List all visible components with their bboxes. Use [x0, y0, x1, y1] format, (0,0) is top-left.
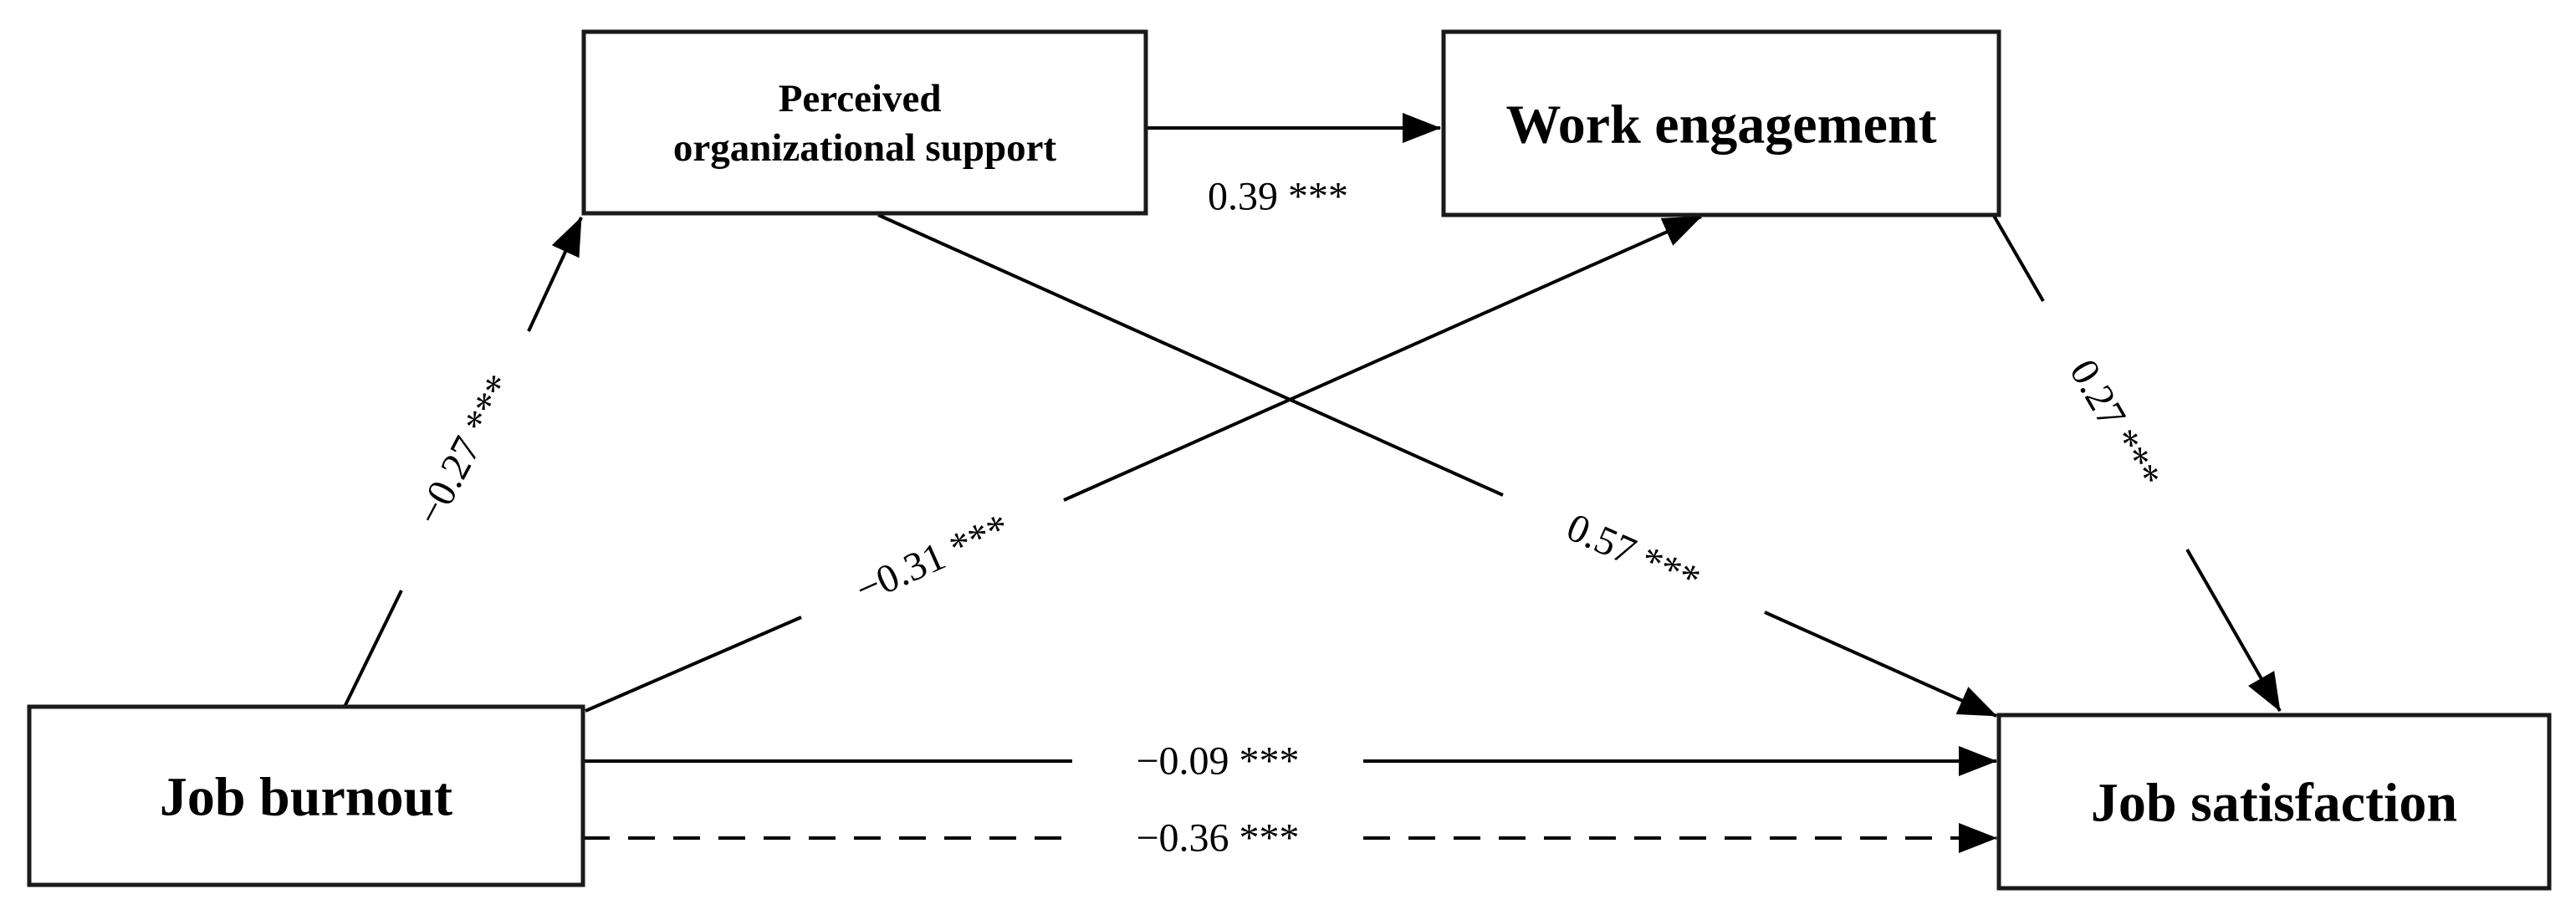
edge-pos-to-satisfaction: 0.57 ***	[877, 213, 1997, 718]
edge-line	[877, 213, 1504, 497]
edge-burnout-to-satisfaction-total: −0.36 ***	[583, 816, 1997, 861]
edge-label-burnout-satisfaction-direct: −0.09 ***	[1136, 739, 1299, 784]
edge-label-pos-engagement: 0.39 ***	[1208, 175, 1348, 219]
edge-engagement-to-satisfaction: 0.27 ***	[1992, 214, 2282, 712]
edge-burnout-to-pos: −0.27 ***	[343, 217, 583, 708]
node-box	[27, 704, 585, 887]
node-job-burnout: Job burnout	[27, 704, 585, 887]
edge-label-burnout-engagement: −0.31 ***	[849, 505, 1016, 612]
edge-line-arrow	[2185, 549, 2282, 712]
edge-line	[1992, 214, 2045, 303]
node-job-satisfaction: Job satisfaction	[1996, 713, 2552, 891]
edge-pos-to-engagement: 0.39 ***	[1146, 113, 1441, 219]
node-label-job-burnout: Job burnout	[160, 767, 452, 828]
edge-burnout-to-engagement: −0.31 ***	[585, 215, 1702, 713]
node-label-job-satisfaction: Job satisfaction	[2091, 773, 2457, 834]
node-work-engagement: Work engagement	[1441, 29, 2001, 217]
edge-label-engagement-satisfaction: 0.27 ***	[2061, 352, 2170, 496]
edge-line-arrow	[527, 217, 583, 332]
edge-line	[343, 590, 403, 708]
edge-line-arrow	[1764, 611, 1997, 718]
node-label-work-engagement: Work engagement	[1505, 95, 1936, 156]
node-box	[1996, 713, 2552, 891]
edge-label-pos-satisfaction: 0.57 ***	[1560, 505, 1706, 603]
node-box	[1441, 29, 2001, 217]
edge-line-arrow	[1063, 215, 1702, 502]
edge-label-burnout-pos: −0.27 ***	[407, 367, 523, 532]
node-label-pos: Perceived organizational support	[673, 64, 1057, 170]
edge-line	[585, 616, 802, 713]
node-perceived-organizational-support: Perceived organizational support	[581, 29, 1148, 216]
edge-label-burnout-satisfaction-total: −0.36 ***	[1136, 816, 1299, 861]
edge-burnout-to-satisfaction-direct: −0.09 ***	[583, 739, 1997, 784]
node-box	[581, 29, 1148, 216]
